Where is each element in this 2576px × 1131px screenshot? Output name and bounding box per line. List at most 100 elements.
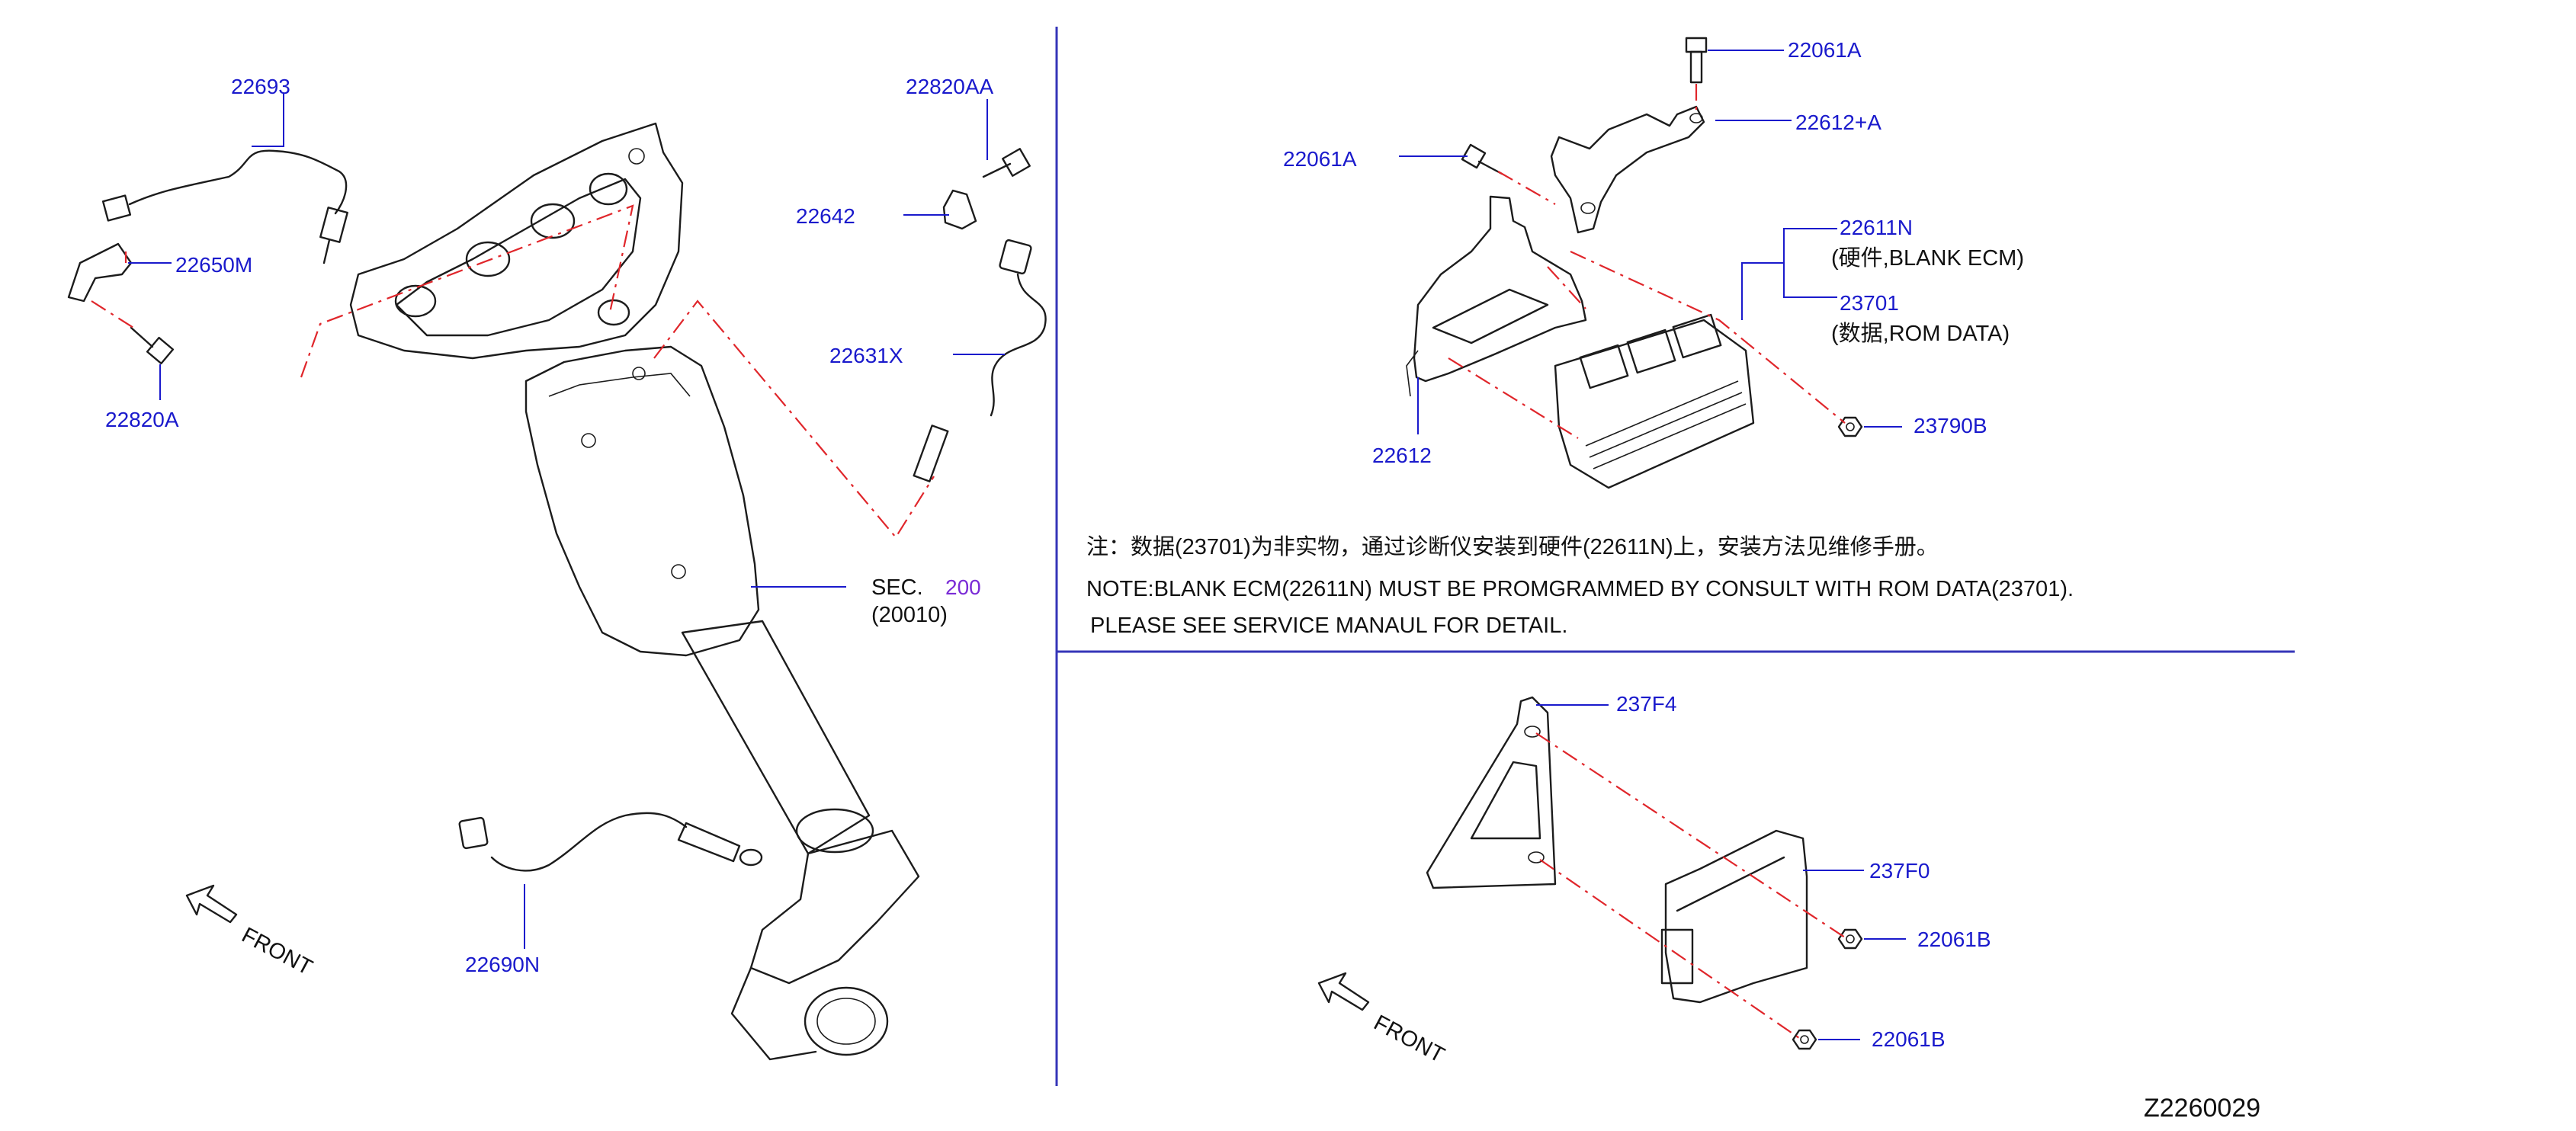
oxygen-sensor-22690N: [458, 812, 763, 872]
sensor-bracket-22642: [942, 189, 977, 230]
sensor-harness: [990, 273, 1047, 417]
note-english-line1: NOTE:BLANK ECM(22611N) MUST BE PROMGRAMM…: [1086, 577, 2074, 601]
sensor-harness: [128, 149, 348, 215]
callout-237F4: 237F4: [1616, 692, 1676, 716]
desc-23701: (数据,ROM DATA): [1831, 321, 2010, 346]
bracket-hole: [1524, 726, 1541, 738]
leader-22693: [252, 93, 284, 147]
pipe-outlet: [804, 986, 889, 1056]
module-align-lower: [1539, 859, 1800, 1039]
callout-22612: 22612: [1372, 444, 1432, 467]
sensor-body: [913, 425, 949, 482]
note-english-line2: PLEASE SEE SERVICE MANAUL FOR DETAIL.: [1090, 614, 1567, 638]
front-direction-arrow-left: FRONT: [185, 884, 316, 980]
front-pipe: [681, 620, 871, 855]
port-1: [394, 284, 437, 318]
manifold-flange: [349, 122, 684, 360]
flex-joint-ring: [795, 808, 874, 854]
bracket-hole: [1580, 202, 1596, 214]
bolt-alignment-line: [91, 300, 134, 328]
sensor-connector: [101, 194, 132, 222]
ecm-align-line-c: [1448, 357, 1579, 439]
sensor-harness: [490, 812, 688, 872]
ecm-connector: [1672, 313, 1722, 359]
manifold-runners: [395, 178, 642, 337]
bracket-slot: [1432, 288, 1549, 344]
leader-22611N: [1741, 262, 1784, 320]
callout-22690N: 22690N: [465, 953, 540, 976]
bolt-shank: [982, 162, 1012, 178]
bracket-cutout: [1470, 761, 1541, 840]
desc-22611N: (硬件,BLANK ECM): [1831, 245, 2024, 271]
oxygen-sensor-22693: [101, 149, 348, 264]
port-2: [465, 241, 511, 277]
ecm-align-line-b: [1547, 266, 1586, 309]
callout-22061B-upper: 22061B: [1917, 928, 1991, 951]
bolt-head: [1002, 148, 1031, 177]
module-bracket-237F4: [1426, 696, 1557, 889]
front-arrow-icon: [185, 884, 238, 924]
port-4: [589, 172, 628, 206]
bracket-hole: [1528, 851, 1545, 863]
pipe-elbow: [749, 829, 920, 985]
nut-hex: [1792, 1029, 1817, 1050]
nut-hole: [1800, 1035, 1809, 1044]
front-label-left: FRONT: [238, 923, 316, 980]
pipe-outlet-inner: [816, 998, 876, 1045]
port-3: [530, 203, 576, 239]
ecm-connector: [1626, 328, 1676, 374]
sensor-tip: [322, 239, 331, 264]
sensor-connector: [999, 239, 1032, 275]
converter-rivet: [632, 367, 646, 380]
control-module-237F0: [1664, 829, 1808, 1004]
callout-22061B-lower: 22061B: [1872, 1027, 1946, 1051]
bolt-head: [1685, 37, 1708, 53]
callout-237F0: 237F0: [1869, 859, 1930, 883]
converter-seam: [548, 373, 691, 397]
front-arrow-icon: [1317, 972, 1370, 1011]
catalytic-converter: [525, 345, 760, 657]
ecm-align-line-a: [1570, 251, 1846, 424]
oxygen-sensor-22631X: [913, 239, 1047, 482]
callout-22693: 22693: [231, 75, 290, 98]
nut-23790B: [1837, 416, 1863, 437]
callout-22061A-left: 22061A: [1283, 147, 1357, 171]
bolt-22061A-left: [1461, 143, 1503, 175]
bracket-hole: [1689, 113, 1703, 123]
sensor-connector: [458, 816, 489, 850]
bolt-22820AA: [982, 148, 1031, 178]
module-edge: [1676, 856, 1785, 912]
bolt-shank: [1689, 50, 1703, 84]
nut-hole: [1846, 422, 1855, 431]
nut-22061B-upper: [1837, 928, 1863, 950]
pipe-lower-edge: [730, 966, 817, 1061]
sensor-bracket-22650M: [67, 242, 133, 303]
callout-22820AA: 22820AA: [906, 75, 994, 98]
bolt-22061A-top: [1685, 37, 1708, 84]
front-label-right: FRONT: [1370, 1011, 1448, 1068]
bolt-align-left: [1497, 171, 1556, 205]
manifold-alignment-line: [300, 204, 634, 378]
ecm-unit-22611N: [1554, 319, 1755, 489]
section-number: 200: [945, 575, 981, 599]
front-direction-arrow-right: FRONT: [1317, 972, 1448, 1068]
callout-22642: 22642: [796, 204, 855, 228]
section-prefix: SEC.: [871, 575, 923, 600]
sensor-tip: [739, 848, 763, 867]
module-align-upper: [1535, 732, 1846, 938]
bracket-tab: [1406, 350, 1419, 397]
leader-ecm-bracket: [1783, 228, 1837, 298]
sensor-body: [319, 207, 348, 243]
callout-22650M: 22650M: [175, 253, 252, 277]
bolt-head: [146, 336, 175, 365]
figure-id: Z2260029: [2144, 1094, 2260, 1123]
bolt-shank: [130, 326, 154, 348]
exhaust-manifold-assembly: [349, 122, 920, 1061]
nut-hole: [1846, 934, 1855, 944]
converter-rivet: [671, 564, 686, 579]
callout-22631X: 22631X: [829, 344, 903, 367]
note-chinese: 注：数据(23701)为非实物，通过诊断仪安装到硬件(22611N)上，安装方法…: [1086, 534, 1939, 559]
sensor-alignment-line: [653, 300, 935, 539]
